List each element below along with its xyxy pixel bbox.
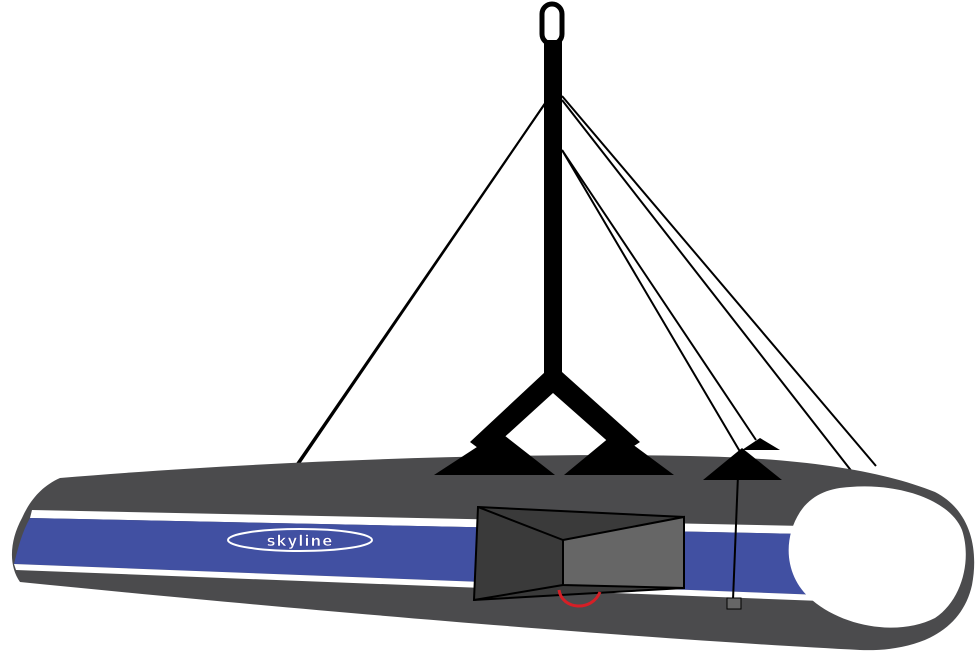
suspension-line: [561, 99, 861, 483]
zipper-pull: [557, 589, 602, 608]
suspension-line: [561, 95, 877, 467]
suspension-lines-right: [561, 95, 877, 483]
cargo-pocket: [472, 505, 685, 608]
suspension-lines-left: [289, 101, 547, 475]
reserve-line: [732, 474, 739, 601]
right-attachment-triangle: [703, 448, 782, 480]
nose-opening: [788, 486, 966, 628]
suspension-line: [295, 101, 547, 469]
suspension-line: [561, 149, 757, 441]
hang-strap-assembly: [434, 1, 782, 480]
logo-oval: [227, 528, 373, 552]
right-attachment-triangle-small: [742, 438, 780, 450]
stripe-edge-bottom: [14, 564, 900, 604]
hang-loop: [539, 1, 565, 47]
cargo-panel-front: [562, 515, 685, 590]
left-attachment-triangle: [434, 432, 555, 475]
suspension-line: [561, 149, 743, 456]
brand-logo: skyline: [227, 528, 373, 552]
reserve-toggle: [726, 597, 742, 610]
center-attachment-triangle: [564, 432, 674, 475]
main-strap: [544, 40, 562, 380]
cargo-panel-fold: [473, 584, 564, 601]
cargo-panel-fold: [477, 506, 564, 541]
logo-text: skyline: [267, 532, 334, 550]
